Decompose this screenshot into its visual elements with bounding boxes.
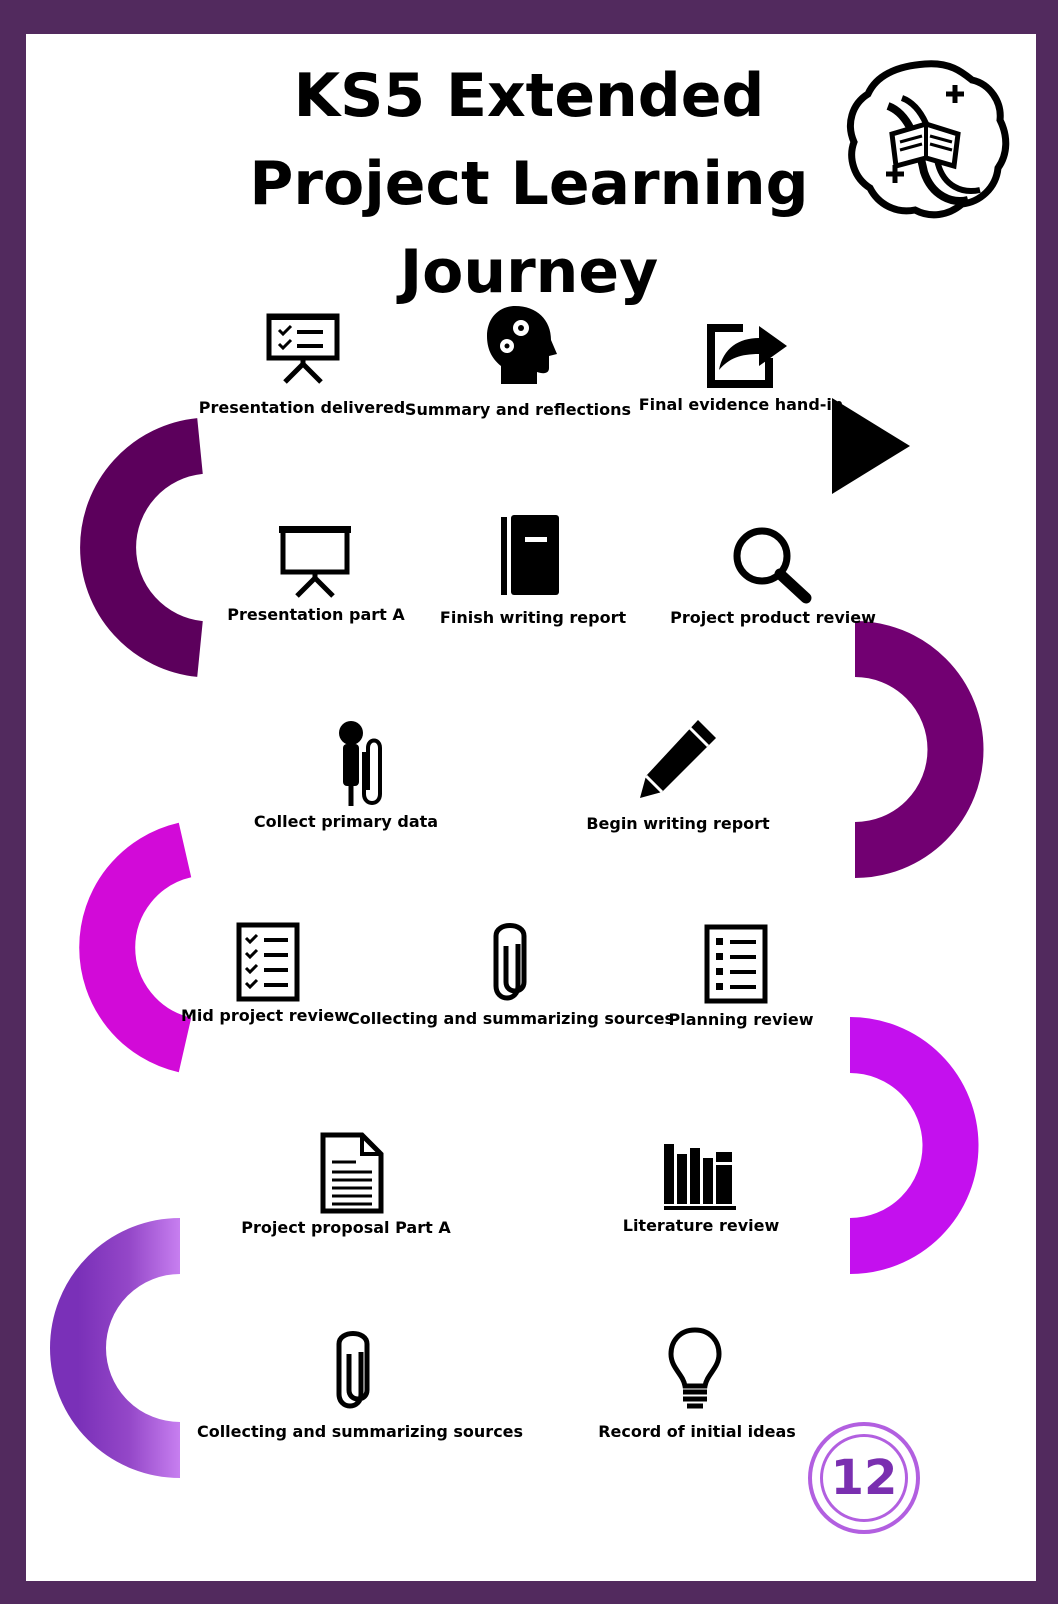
head-gears-icon bbox=[487, 306, 557, 384]
label-collecting-sources-spring: Collecting and summarizing sources bbox=[347, 1009, 675, 1028]
label-finish-writing-report: Finish writing report bbox=[439, 608, 627, 627]
label-record-initial-ideas: Record of initial ideas bbox=[598, 1422, 796, 1441]
label-mid-project-review: Mid project review bbox=[180, 1006, 350, 1025]
magnifier-icon bbox=[733, 527, 812, 604]
paperclip-icon bbox=[493, 923, 527, 1001]
path-curve-left-2 bbox=[79, 822, 193, 1073]
title-line-2: Project Learning bbox=[249, 149, 809, 219]
microphone-icon bbox=[339, 721, 382, 806]
label-begin-writing-report: Begin writing report bbox=[586, 814, 770, 833]
checklist-icon bbox=[236, 922, 300, 1002]
arrow-head bbox=[832, 398, 910, 494]
label-summary-reflections: Summary and reflections bbox=[404, 400, 632, 419]
path-curve-left-3 bbox=[50, 1218, 181, 1478]
season-label-summer: Summer bbox=[461, 650, 561, 674]
label-final-evidence: Final evidence hand-in bbox=[638, 395, 844, 414]
title-line-3: Journey bbox=[399, 237, 659, 307]
document-icon bbox=[320, 1132, 384, 1214]
book-icon bbox=[501, 515, 559, 595]
share-export-icon bbox=[707, 324, 787, 388]
label-project-product-review: Project product review bbox=[670, 608, 876, 627]
school-crest-icon bbox=[847, 60, 1010, 219]
page-title: KS5 Extended Project Learning Journey bbox=[0, 52, 1058, 316]
lightbulb-icon bbox=[668, 1327, 722, 1409]
presentation-board-icon bbox=[279, 526, 351, 598]
poster-frame bbox=[26, 34, 1036, 1581]
paperclip-icon bbox=[336, 1331, 370, 1409]
season-label-spring: Spring bbox=[470, 1046, 548, 1070]
path-curve-left-1 bbox=[80, 418, 204, 677]
label-presentation-delivered: Presentation delivered bbox=[198, 398, 406, 417]
label-project-proposal: Project proposal Part A bbox=[241, 1218, 451, 1237]
title-line-1: KS5 Extended bbox=[293, 61, 765, 131]
label-collecting-sources-autumn: Collecting and summarizing sources bbox=[196, 1422, 524, 1441]
label-planning-review: Planning review bbox=[668, 1010, 814, 1029]
list-icon bbox=[704, 924, 768, 1004]
label-collect-primary-data: Collect primary data bbox=[253, 812, 439, 831]
label-literature-review: Literature review bbox=[622, 1216, 780, 1235]
bookshelf-icon bbox=[664, 1144, 736, 1210]
year-badge: 12 bbox=[808, 1422, 920, 1534]
path-curve-right-2 bbox=[849, 1017, 979, 1274]
presentation-board-checklist-icon bbox=[266, 313, 340, 384]
path-curve-right-1 bbox=[854, 621, 984, 878]
season-label-autumn: Autumn bbox=[473, 1466, 567, 1490]
label-presentation-part-a: Presentation part A bbox=[227, 605, 405, 624]
pencil-icon bbox=[640, 720, 716, 798]
year-badge-number: 12 bbox=[820, 1434, 908, 1522]
